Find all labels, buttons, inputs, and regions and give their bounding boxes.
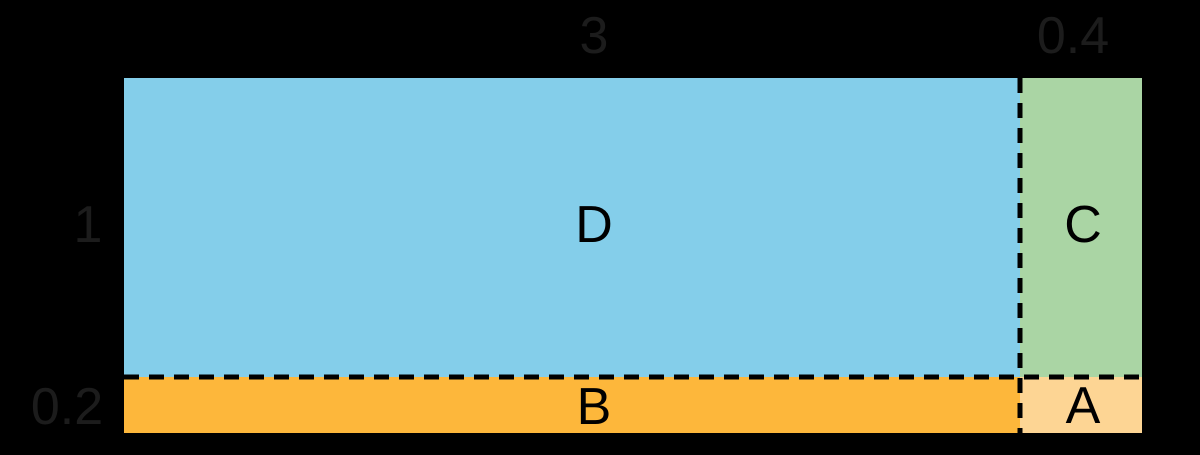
region-label-d: D [575,196,613,254]
region-c [1020,78,1142,377]
side-length-label-major: 1 [73,196,103,254]
region-b [124,377,1020,433]
partitioned-rectangle: D C B A [124,78,1142,433]
region-label-c: C [1064,196,1102,254]
side-length-label-minor: 0.2 [30,378,104,436]
top-length-label-major: 3 [579,7,609,65]
region-d [124,78,1020,377]
region-label-b: B [576,378,612,436]
region-a [1020,377,1142,433]
region-label-a: A [1065,377,1101,435]
top-length-label-minor: 0.4 [1036,7,1110,65]
